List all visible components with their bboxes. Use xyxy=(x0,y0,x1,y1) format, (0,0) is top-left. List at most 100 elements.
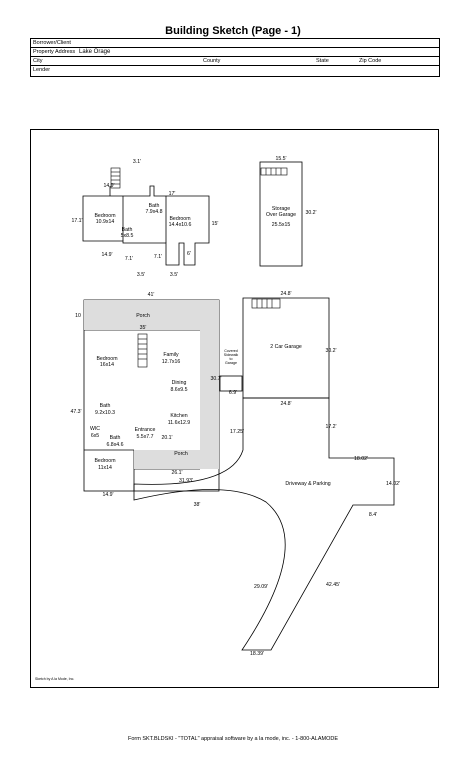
room-label: Bedroom xyxy=(169,216,190,222)
dim-text: 18.39' xyxy=(250,651,264,657)
borrower-label: Borrower/Client xyxy=(33,39,71,46)
city-label: City xyxy=(33,57,43,64)
room-size: 5x8.5 xyxy=(121,233,134,239)
dim-text: 26.1' xyxy=(171,470,182,476)
room-size: 11x14 xyxy=(98,465,112,471)
room-label: Bath xyxy=(122,227,133,233)
dim-text: 8.4' xyxy=(369,512,377,518)
property-label: Property Address xyxy=(33,48,76,55)
walkway-text: Sidewalk xyxy=(224,353,239,357)
dim-text: 17.25' xyxy=(230,429,244,435)
room-size: 16x14 xyxy=(100,362,114,368)
dim-text: 42.45' xyxy=(326,582,340,588)
room-size: 7.9x4.8 xyxy=(145,209,162,215)
dim-text: 7.1' xyxy=(154,254,162,260)
storage-outline xyxy=(259,161,303,267)
sketch-frame: 3.1' 14.9' 17' 17.1' 15' 14.9' 7.1' 6' 7… xyxy=(30,129,439,688)
dim-text: 18.02' xyxy=(354,456,368,462)
dim-text: 6.9' xyxy=(229,390,237,396)
room-label: Bedroom xyxy=(94,213,115,219)
lender-label: Lender xyxy=(33,66,51,73)
room-label: Porch xyxy=(136,313,150,319)
stairs xyxy=(110,167,288,368)
page-title: Building Sketch (Page - 1) xyxy=(165,25,301,37)
walkway-outline xyxy=(219,375,243,392)
dim-text: 7.1' xyxy=(125,256,133,262)
dim-text: 3.5' xyxy=(137,272,145,278)
main-floor-labels: 41' 10 Porch 35' 47.3' 30.7' Bedroom 16x… xyxy=(70,292,237,498)
room-label: Bath xyxy=(110,435,121,441)
dim-text: 38' xyxy=(194,502,201,508)
footer-text: Form SKT.BLDSKI - "TOTAL" appraisal soft… xyxy=(127,736,339,742)
dim-text: 15.5' xyxy=(275,156,286,162)
room-label: Kitchen xyxy=(170,413,187,419)
room-label: Porch xyxy=(174,451,188,457)
dim-text: 30.7' xyxy=(210,376,221,382)
walkway-text: to xyxy=(230,357,233,361)
room-size: 8.6x9.5 xyxy=(170,387,187,393)
dim-text: 6' xyxy=(187,251,191,257)
room-size: 12.7x16 xyxy=(162,359,181,365)
dim-text: 14.9' xyxy=(102,492,113,498)
room-label: Bedroom xyxy=(96,356,117,362)
room-label: Bedroom xyxy=(94,458,115,464)
sketch-credit: Sketch by A la Mode, Inc. xyxy=(35,677,74,681)
room-label: Dining xyxy=(172,380,187,386)
garage-labels: 24.8' 2 Car Garage 30.2' 24.8' Driveway … xyxy=(179,291,400,657)
property-value: Lake Orage xyxy=(79,48,111,55)
room-label: Over Garage xyxy=(266,212,296,218)
property-row: Property Address Lake Orage xyxy=(31,47,439,56)
room-size: 6x5 xyxy=(91,433,99,439)
walkway-labels: Covered Sidewalk to Garage xyxy=(224,349,239,365)
room-label: Storage xyxy=(272,206,290,212)
dim-text: 31.93' xyxy=(179,478,193,484)
walkway-text: Garage xyxy=(225,361,237,365)
room-size: 10.9x14 xyxy=(96,219,115,225)
dim-text: 30.2' xyxy=(305,210,316,216)
room-label: 2 Car Garage xyxy=(270,344,302,350)
room-label: Family xyxy=(163,352,179,358)
floor-plan-svg: 3.1' 14.9' 17' 17.1' 15' 14.9' 7.1' 6' 7… xyxy=(35,156,400,681)
dim-text: 17.1' xyxy=(71,218,82,224)
room-size: 11.6x12.9 xyxy=(168,420,191,426)
walkway-text: Covered xyxy=(224,349,238,353)
dim-text: 24.8' xyxy=(280,291,291,297)
dim-text: 3.5' xyxy=(170,272,178,278)
header-form: Borrower/Client Property Address Lake Or… xyxy=(30,38,440,77)
dim-text: 20.1' xyxy=(161,435,172,441)
room-size: 6.8x4.6 xyxy=(106,442,123,448)
room-label: Driveway & Parking xyxy=(285,481,330,487)
room-size: 14.4x10.6 xyxy=(169,222,192,228)
room-label: Entrance xyxy=(135,427,156,433)
room-size: 9.2x10.3 xyxy=(95,410,115,416)
dim-text: 14.9' xyxy=(103,183,114,189)
city-row: City County State Zip Code xyxy=(31,56,439,65)
dim-text: 24.8' xyxy=(280,401,291,407)
dim-text: 14.9' xyxy=(101,252,112,258)
driveway-outline xyxy=(133,397,395,651)
upper-floor-outline xyxy=(82,185,210,266)
dim-text: 15' xyxy=(212,221,219,227)
county-label: County xyxy=(203,57,221,64)
room-label: Bath xyxy=(149,203,160,209)
borrower-row: Borrower/Client xyxy=(31,39,439,47)
dim-text: 3.1' xyxy=(133,159,141,165)
room-label: WIC xyxy=(90,426,100,432)
dim-text: 47.3' xyxy=(70,409,81,415)
dim-text: 41' xyxy=(148,292,155,298)
dim-text: 14.02' xyxy=(386,481,400,487)
dim-text: 10 xyxy=(75,313,81,319)
porch-bottom-shade xyxy=(134,450,200,469)
porch-shade xyxy=(84,300,219,469)
state-label: State xyxy=(316,57,329,64)
lender-row: Lender xyxy=(31,65,439,74)
dim-text: 17' xyxy=(169,191,176,197)
room-size: 25.5x15 xyxy=(272,222,291,228)
room-label: Bath xyxy=(100,403,111,409)
dim-text: 30.2' xyxy=(325,348,336,354)
upper-floor-labels: 3.1' 14.9' 17' 17.1' 15' 14.9' 7.1' 6' 7… xyxy=(71,156,316,278)
dim-text: 17.2' xyxy=(325,424,336,430)
dim-text: 35' xyxy=(140,325,147,331)
zip-label: Zip Code xyxy=(359,57,382,64)
room-size: 5.5x7.7 xyxy=(136,434,153,440)
